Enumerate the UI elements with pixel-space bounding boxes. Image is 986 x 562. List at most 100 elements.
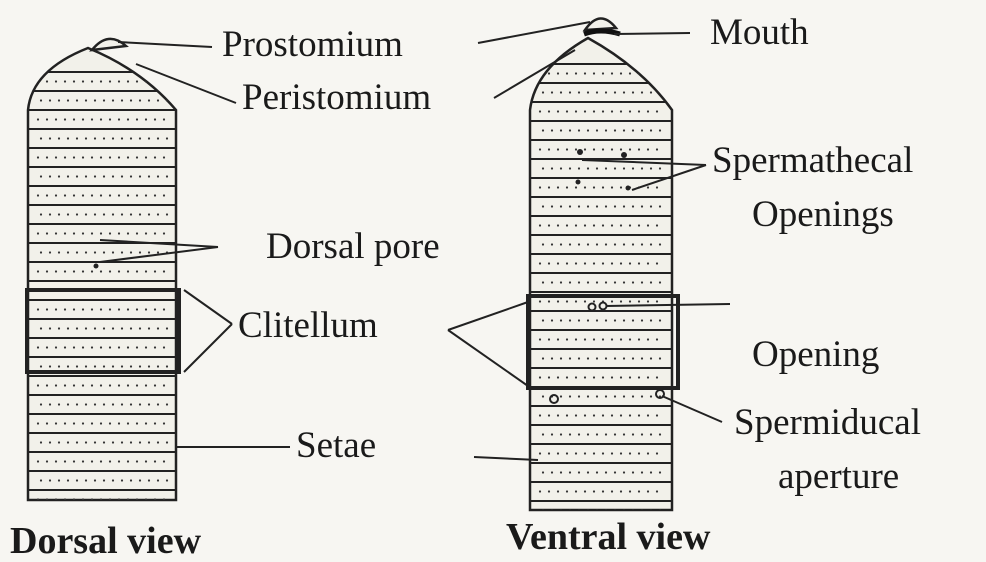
dorsal-seta-dot	[82, 156, 84, 158]
dorsal-seta-dot	[139, 213, 141, 215]
ventral-prostomium	[585, 18, 616, 30]
ventral-seta-dot	[650, 205, 652, 207]
dorsal-seta-dot	[64, 118, 66, 120]
dorsal-seta-dot	[37, 194, 39, 196]
dorsal-seta-dot	[67, 251, 69, 253]
ventral-seta-dot	[602, 186, 604, 188]
dorsal-seta-dot	[145, 156, 147, 158]
dorsal-seta-dot	[121, 213, 123, 215]
label-dorsal-pore: Dorsal pore	[266, 228, 440, 265]
dorsal-seta-dot	[82, 422, 84, 424]
dorsal-seta-dot	[103, 137, 105, 139]
dorsal-seta-dot	[157, 137, 159, 139]
dorsal-seta-dot	[130, 441, 132, 443]
ventral-seta-dot	[557, 224, 559, 226]
ventral-seta-dot	[557, 72, 559, 74]
ventral-seta-dot	[587, 129, 589, 131]
dorsal-seta-dot	[91, 346, 93, 348]
dorsal-seta-dot	[139, 175, 141, 177]
dorsal-seta-dot	[130, 251, 132, 253]
ventral-seta-dot	[542, 243, 544, 245]
ventral-seta-dot	[587, 319, 589, 321]
ventral-seta-dot	[623, 129, 625, 131]
dorsal-seta-dot	[157, 175, 159, 177]
ventral-seta-dot	[548, 148, 550, 150]
ventral-seta-dot	[620, 414, 622, 416]
dorsal-seta-dot	[100, 346, 102, 348]
ventral-seta-dot	[539, 148, 541, 150]
title-ventral-view: Ventral view	[506, 518, 710, 556]
ventral-seta-dot	[650, 243, 652, 245]
ventral-seta-dot	[620, 376, 622, 378]
ventral-seta-dot	[638, 300, 640, 302]
ventral-seta-dot	[566, 376, 568, 378]
dorsal-seta-dot	[127, 232, 129, 234]
ventral-seta-dot	[557, 148, 559, 150]
dorsal-seta-dot	[121, 137, 123, 139]
ventral-seta-dot	[623, 243, 625, 245]
ventral-seta-dot	[641, 205, 643, 207]
ventral-seta-dot	[650, 471, 652, 473]
ventral-seta-dot	[641, 433, 643, 435]
ventral-seta-dot	[629, 300, 631, 302]
dorsal-seta-dot	[112, 327, 114, 329]
ventral-seta-dot	[632, 167, 634, 169]
dorsal-seta-dot	[37, 156, 39, 158]
ventral-seta-dot	[566, 224, 568, 226]
dorsal-seta-dot	[64, 460, 66, 462]
ventral-seta-dot	[647, 262, 649, 264]
dorsal-seta-dot	[40, 327, 42, 329]
dorsal-seta-dot	[103, 175, 105, 177]
dorsal-seta-dot	[67, 365, 69, 367]
ventral-seta-dot	[656, 186, 658, 188]
ventral-seta-dot	[548, 338, 550, 340]
dorsal-seta-dot	[154, 80, 156, 82]
ventral-seta-dot	[605, 281, 607, 283]
dorsal-seta-dot	[64, 308, 66, 310]
dorsal-seta-dot	[64, 194, 66, 196]
dorsal-seta-dot	[148, 403, 150, 405]
dorsal-seta-dot	[100, 384, 102, 386]
dorsal-seta-dot	[76, 441, 78, 443]
dorsal-seta-dot	[157, 441, 159, 443]
ventral-seta-dot	[587, 91, 589, 93]
dorsal-seta-dot	[40, 99, 42, 101]
ventral-seta-dot	[659, 433, 661, 435]
ventral-seta-dot	[548, 224, 550, 226]
ventral-seta-dot	[542, 281, 544, 283]
dorsal-seta-dot	[130, 327, 132, 329]
ventral-seta-dot	[539, 300, 541, 302]
dorsal-seta-dot	[127, 156, 129, 158]
dorsal-seta-dot	[136, 194, 138, 196]
ventral-seta-dot	[566, 490, 568, 492]
dorsal-seta-dot	[37, 346, 39, 348]
ventral-seta-dot	[593, 300, 595, 302]
ventral-seta-dot	[605, 319, 607, 321]
dorsal-seta-dot	[109, 232, 111, 234]
ventral-seta-dot	[620, 490, 622, 492]
dorsal-seta-dot	[121, 479, 123, 481]
ventral-seta-dot	[587, 243, 589, 245]
ventral-seta-dot	[620, 110, 622, 112]
ventral-worm	[528, 18, 678, 511]
dorsal-seta-dot	[55, 384, 57, 386]
ventral-seta-dot	[578, 357, 580, 359]
dorsal-seta-dot	[163, 194, 165, 196]
dorsal-seta-dot	[46, 156, 48, 158]
dorsal-seta-dot	[136, 80, 138, 82]
dorsal-seta-dot	[136, 346, 138, 348]
dorsal-seta-dot	[67, 175, 69, 177]
ventral-seta-dot	[638, 262, 640, 264]
ventral-seta-dot	[551, 205, 553, 207]
ventral-seta-dot	[605, 129, 607, 131]
ventral-seta-dot	[641, 471, 643, 473]
ventral-seta-dot	[557, 452, 559, 454]
dorsal-seta-dot	[76, 365, 78, 367]
dorsal-seta-dot	[166, 137, 168, 139]
dorsal-seta-dot	[139, 137, 141, 139]
ventral-seta-dot	[575, 72, 577, 74]
ventral-seta-dot	[656, 262, 658, 264]
dorsal-seta-dot	[85, 99, 87, 101]
dorsal-seta-dot	[166, 441, 168, 443]
leader-mouth	[614, 33, 690, 34]
